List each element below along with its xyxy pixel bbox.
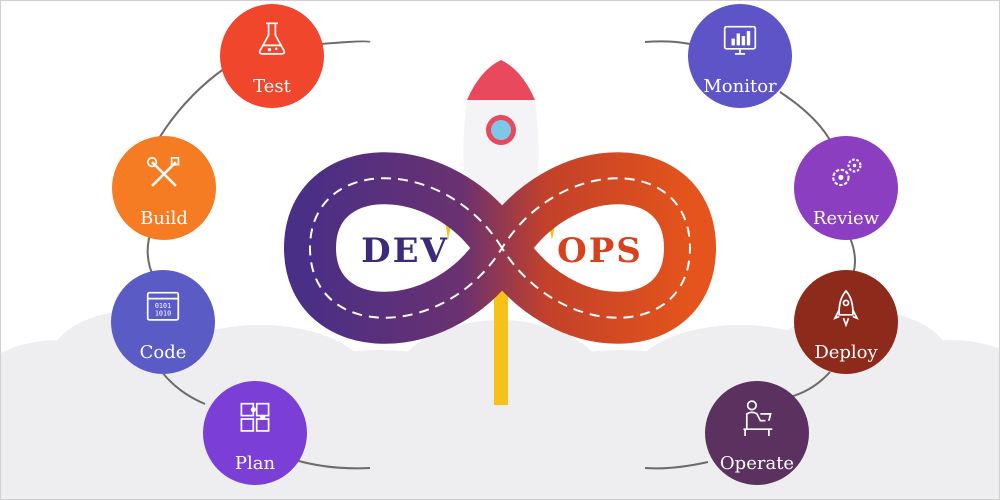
- stage-node-review: Review: [794, 136, 898, 240]
- svg-text:0101: 0101: [155, 302, 171, 310]
- road-dash-line: [308, 177, 692, 319]
- rocket-nose: [467, 60, 535, 100]
- ops-label: OPS: [557, 231, 643, 271]
- stage-circle-build: [112, 136, 216, 240]
- puzzle-icon: [240, 402, 270, 432]
- stage-label-review: Review: [813, 208, 880, 229]
- stage-circle-test: [220, 4, 324, 108]
- rocket-icon: [833, 289, 859, 328]
- stage-label-deploy: Deploy: [814, 342, 878, 363]
- stage-node-plan: Plan: [203, 381, 307, 485]
- flask-icon: [258, 22, 286, 55]
- stage-label-build: Build: [140, 208, 188, 229]
- stage-circle-operate: [705, 381, 809, 485]
- gears-icon: [832, 158, 862, 187]
- stage-label-test: Test: [253, 76, 291, 97]
- monitor-chart-icon: [723, 25, 757, 55]
- stage-node-build: Build: [112, 136, 216, 240]
- stage-label-monitor: Monitor: [703, 76, 777, 97]
- stage-label-plan: Plan: [235, 453, 276, 474]
- person-laptop-icon: [743, 400, 773, 437]
- stage-node-test: Test: [220, 4, 324, 108]
- dev-label: DEV: [361, 231, 449, 271]
- stage-node-operate: Operate: [705, 381, 809, 485]
- stage-circle-code: [111, 270, 215, 374]
- stage-label-code: Code: [140, 342, 187, 363]
- stage-circle-review: [794, 136, 898, 240]
- stage-node-monitor: Monitor: [688, 4, 792, 108]
- stage-node-deploy: Deploy: [794, 270, 898, 374]
- stage-circle-plan: [203, 381, 307, 485]
- stage-circle-monitor: [688, 4, 792, 108]
- stage-label-operate: Operate: [720, 453, 794, 474]
- infinity-loop: [283, 152, 717, 344]
- svg-text:1010: 1010: [155, 310, 171, 318]
- background-clouds: [0, 310, 1000, 500]
- tools-icon: [146, 156, 180, 187]
- stage-circle-deploy: [794, 270, 898, 374]
